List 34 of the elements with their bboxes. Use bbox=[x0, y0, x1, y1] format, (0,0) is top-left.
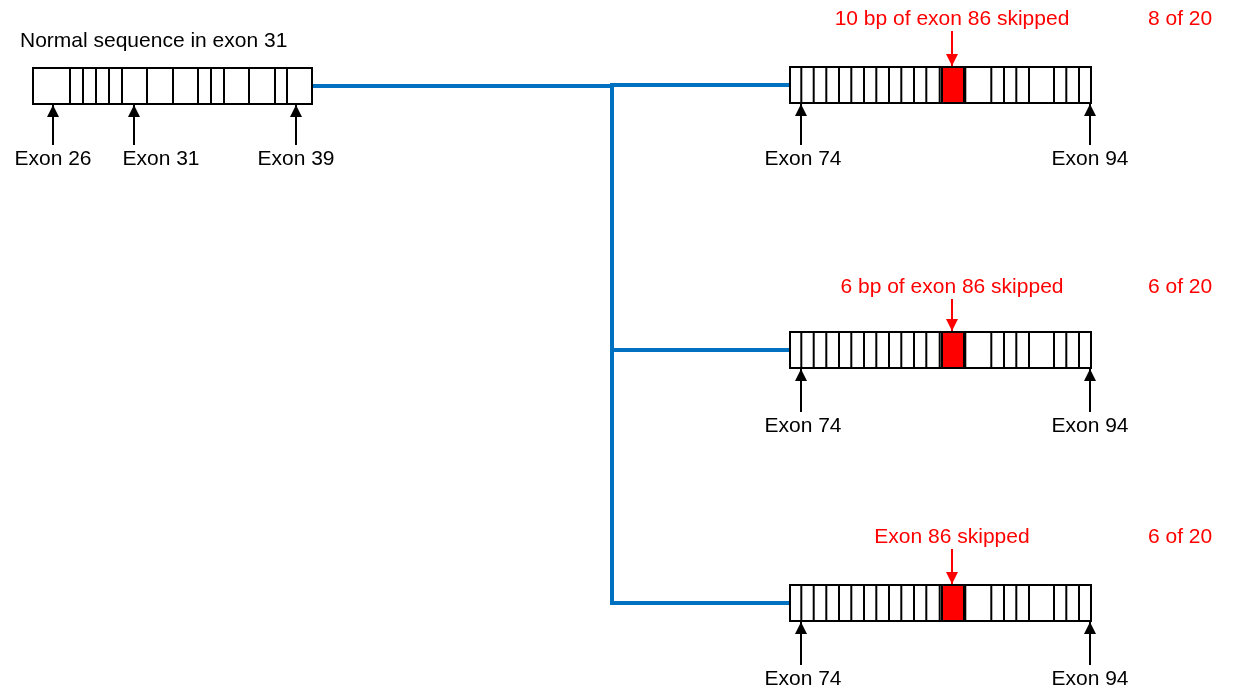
exon-label: Exon 31 bbox=[122, 146, 200, 170]
leader-arrow bbox=[1084, 368, 1096, 413]
leader-arrow bbox=[795, 368, 807, 413]
leader-arrow bbox=[1084, 621, 1096, 666]
exon-label: Exon 74 bbox=[764, 413, 842, 437]
exon-label: Exon 26 bbox=[14, 146, 92, 170]
leader-arrow bbox=[128, 104, 140, 146]
strip-title: Normal sequence in exon 31 bbox=[20, 28, 289, 52]
leader-arrow bbox=[946, 548, 958, 585]
count-label: 6 of 20 bbox=[1148, 274, 1213, 298]
annotation-label: 10 bp of exon 86 skipped bbox=[834, 6, 1070, 30]
exon-label: Exon 74 bbox=[764, 666, 842, 690]
count-label: 8 of 20 bbox=[1148, 6, 1213, 30]
leader-arrow bbox=[795, 621, 807, 666]
exon-label: Exon 94 bbox=[1051, 146, 1129, 170]
leader-arrow bbox=[47, 104, 59, 146]
count-label: 6 of 20 bbox=[1148, 524, 1213, 548]
leader-arrow bbox=[795, 103, 807, 146]
skipped-exon-cell bbox=[941, 66, 966, 104]
exon-label: Exon 94 bbox=[1051, 666, 1129, 690]
exon-label: Exon 74 bbox=[764, 146, 842, 170]
leader-arrow bbox=[946, 298, 958, 332]
exon-strip bbox=[789, 331, 1092, 369]
exon-label: Exon 94 bbox=[1051, 413, 1129, 437]
skipped-exon-cell bbox=[941, 331, 966, 369]
exon-label: Exon 39 bbox=[257, 146, 335, 170]
exon-strip bbox=[789, 66, 1092, 104]
leader-arrow bbox=[946, 30, 958, 67]
exon-strip bbox=[789, 584, 1092, 622]
leader-arrow bbox=[1084, 103, 1096, 146]
leader-arrow bbox=[290, 104, 302, 146]
annotation-label: 6 bp of exon 86 skipped bbox=[840, 274, 1064, 298]
skipped-exon-cell bbox=[941, 584, 966, 622]
annotation-label: Exon 86 skipped bbox=[874, 524, 1030, 548]
